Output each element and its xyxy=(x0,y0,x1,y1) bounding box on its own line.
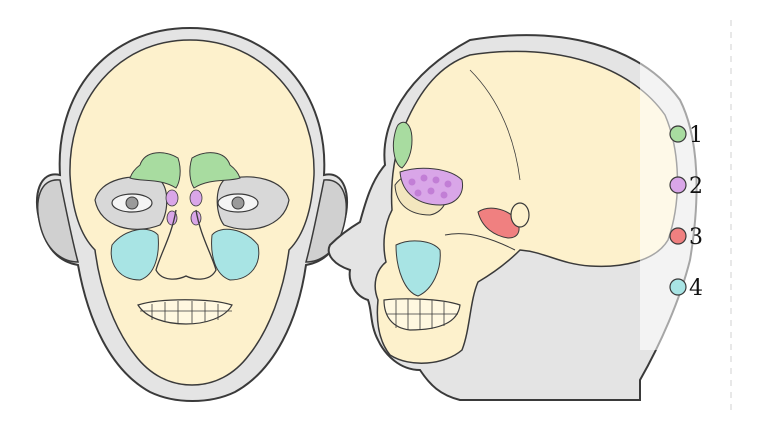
side-zygomatic-line xyxy=(444,233,516,251)
legend-label-4: 4 xyxy=(689,276,703,301)
side-sphenoid-sinus xyxy=(477,207,520,239)
side-ear-region xyxy=(510,202,530,228)
side-view-head xyxy=(327,34,698,401)
front-maxillary-sinus-right xyxy=(211,228,260,281)
legend-label-3: 3 xyxy=(689,225,703,250)
legend-swatch-4 xyxy=(669,278,687,296)
legend-item-3: 3 xyxy=(669,225,703,250)
front-skull xyxy=(69,39,315,386)
front-left-iris xyxy=(125,196,139,210)
side-maxillary-sinus xyxy=(395,240,441,297)
front-teeth-line xyxy=(140,301,232,323)
legend-item-4: 4 xyxy=(669,276,703,301)
side-frontal-sinus xyxy=(392,121,413,169)
legend-swatch-3 xyxy=(669,227,687,245)
front-right-iris xyxy=(231,196,245,210)
front-nose xyxy=(155,209,217,280)
front-frontal-sinus-right xyxy=(189,152,241,189)
front-left-ear xyxy=(37,179,79,263)
legend-label-1: 1 xyxy=(689,123,703,148)
front-teeth xyxy=(137,299,233,325)
legend-swatch-1 xyxy=(669,125,687,143)
legend-item-1: 1 xyxy=(669,123,703,148)
legend-swatch-2 xyxy=(669,176,687,194)
side-teeth-lines xyxy=(386,299,458,330)
side-cranial-suture xyxy=(469,69,521,181)
legend: 1 2 3 4 xyxy=(669,123,703,301)
legend-background xyxy=(640,60,730,350)
legend-label-2: 2 xyxy=(689,174,703,199)
side-teeth xyxy=(383,298,461,331)
front-view-head xyxy=(35,26,349,402)
side-ethmoid-sinus xyxy=(399,167,464,206)
legend-item-2: 2 xyxy=(669,174,703,199)
front-maxillary-sinus-left xyxy=(110,228,159,281)
front-frontal-sinus xyxy=(129,152,181,189)
